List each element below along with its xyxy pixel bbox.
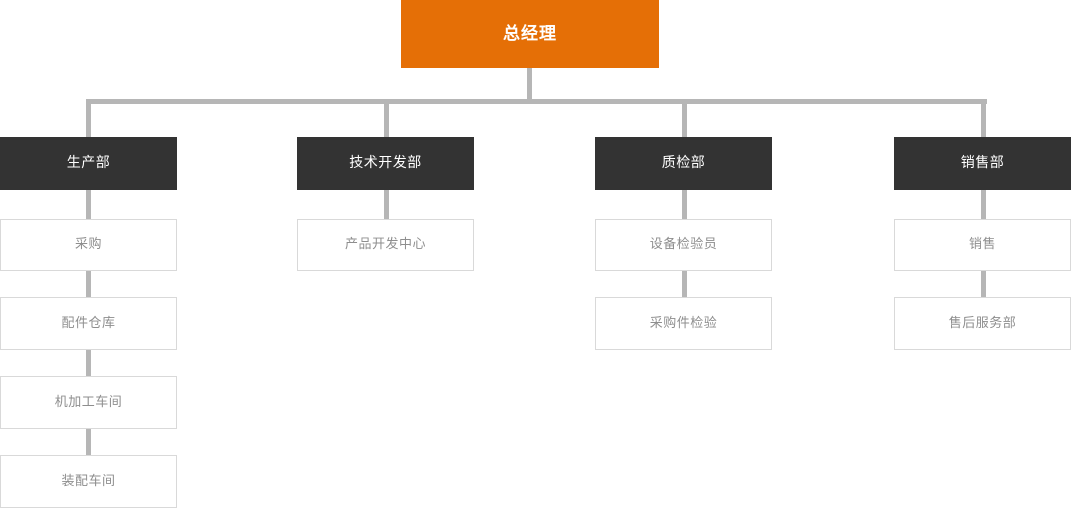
connector-col1-link-4 <box>86 427 91 457</box>
node-label: 生产部 <box>66 155 111 172</box>
node-sub-procurement[interactable]: 采购 <box>0 219 177 271</box>
connector-root-stem <box>527 68 532 104</box>
connector-col4-link-1 <box>981 188 986 221</box>
connector-bus-to-dept-2 <box>384 99 389 139</box>
node-label: 机加工车间 <box>54 394 123 410</box>
node-department-technical-development[interactable]: 技术开发部 <box>297 137 474 190</box>
node-label: 产品开发中心 <box>344 237 426 253</box>
connector-col3-link-1 <box>682 188 687 221</box>
node-sub-product-development-center[interactable]: 产品开发中心 <box>297 219 474 271</box>
connector-col4-link-2 <box>981 269 986 299</box>
node-sub-sales[interactable]: 销售 <box>894 219 1071 271</box>
connector-col1-link-3 <box>86 348 91 378</box>
connector-col1-link-2 <box>86 269 91 299</box>
connector-bus-to-dept-3 <box>682 99 687 139</box>
node-label: 采购 <box>74 237 102 253</box>
node-label: 销售部 <box>960 155 1005 172</box>
connector-bus-to-dept-4 <box>981 99 986 139</box>
node-label: 采购件检验 <box>649 315 718 331</box>
node-general-manager[interactable]: 总经理 <box>401 0 659 68</box>
node-label: 质检部 <box>661 155 706 172</box>
connector-horizontal-bus <box>86 99 987 104</box>
node-label: 售后服务部 <box>948 315 1017 331</box>
node-sub-purchased-parts-inspection[interactable]: 采购件检验 <box>595 297 772 350</box>
connector-bus-to-dept-1 <box>86 99 91 139</box>
node-sub-assembly-workshop[interactable]: 装配车间 <box>0 455 177 508</box>
node-sub-parts-warehouse[interactable]: 配件仓库 <box>0 297 177 350</box>
node-label: 技术开发部 <box>349 155 422 172</box>
node-department-production[interactable]: 生产部 <box>0 137 177 190</box>
node-label: 设备检验员 <box>649 237 718 253</box>
node-sub-machining-workshop[interactable]: 机加工车间 <box>0 376 177 429</box>
node-sub-after-sales-service[interactable]: 售后服务部 <box>894 297 1071 350</box>
node-label: 装配车间 <box>61 473 116 489</box>
connector-col3-link-2 <box>682 269 687 299</box>
node-department-sales[interactable]: 销售部 <box>894 137 1071 190</box>
node-label: 配件仓库 <box>61 315 116 331</box>
node-department-quality-inspection[interactable]: 质检部 <box>595 137 772 190</box>
connector-col2-link-1 <box>384 188 389 221</box>
node-label: 销售 <box>968 237 996 253</box>
node-label: 总经理 <box>503 23 557 44</box>
node-sub-equipment-inspector[interactable]: 设备检验员 <box>595 219 772 271</box>
connector-col1-link-1 <box>86 188 91 221</box>
